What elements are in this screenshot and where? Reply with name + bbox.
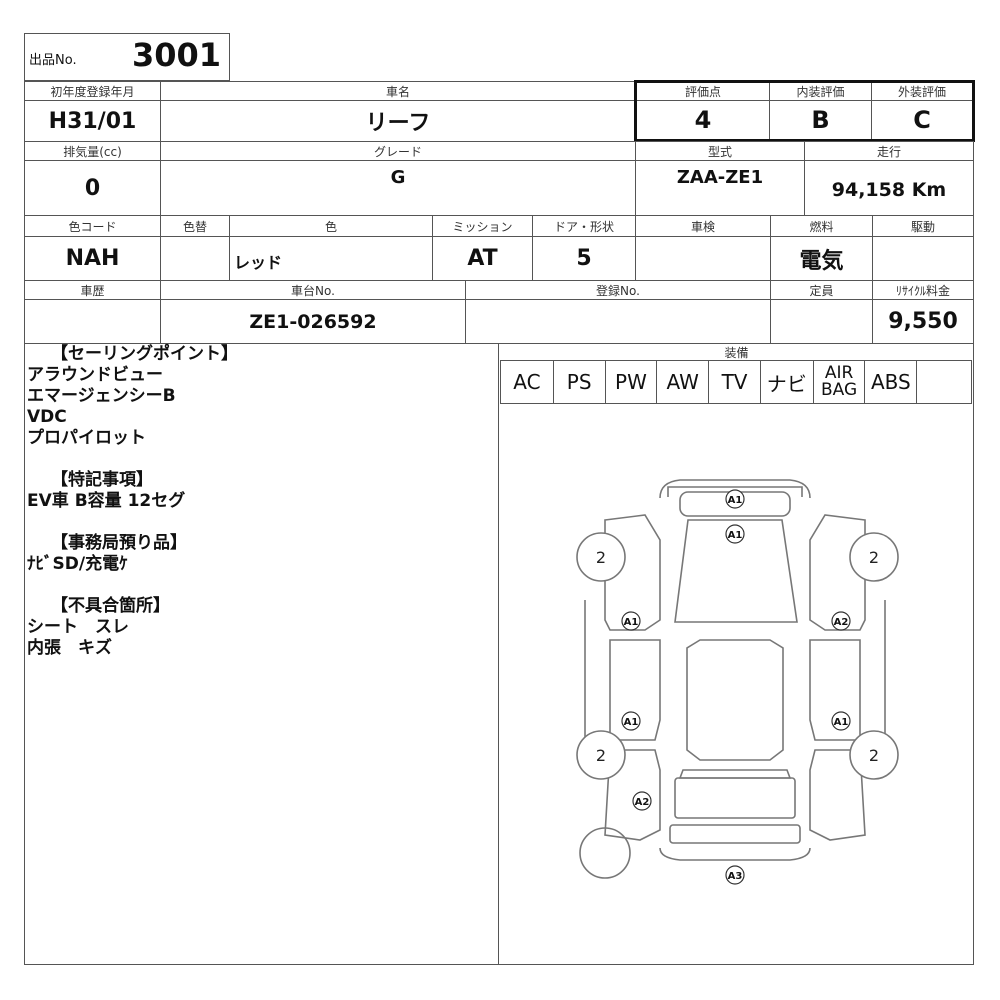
color-cell: レッド (229, 236, 433, 281)
notes-line (27, 449, 497, 470)
recycle-value: 9,550 (872, 299, 974, 344)
hood-mark: A1 (728, 530, 743, 541)
chassis-value: ZE1-026592 (160, 299, 466, 344)
wheel-front-left-mark: 2 (596, 548, 606, 567)
history-value (24, 299, 161, 344)
wheel-rear-right-mark: 2 (869, 746, 879, 765)
color-code-label: 色コード (24, 215, 161, 237)
right-rear-door-mark: A1 (834, 717, 849, 728)
rear-bumper-mark: A3 (728, 871, 743, 882)
notes-line: 【不具合箇所】 (51, 596, 170, 616)
equipment-label: 装備 (724, 345, 749, 360)
notes-line: 内張 キズ (27, 638, 112, 658)
inspection-value (635, 236, 771, 281)
left-rear-quarter-mark: A2 (635, 797, 650, 808)
notes-line: 【セーリングポイント】 (51, 344, 238, 364)
drive-label: 駆動 (872, 215, 974, 237)
equip-empty (917, 361, 971, 403)
notes-line: シート スレ (27, 617, 129, 637)
right-panel-divider (498, 343, 499, 965)
lot-number: 3001 (131, 36, 221, 74)
notes-line (27, 512, 497, 533)
regno-value (465, 299, 771, 344)
score-label: 評価点 (637, 83, 770, 101)
model-cell: ZAA-ZE1 (635, 160, 805, 216)
inspection-label: 車検 (635, 215, 771, 237)
equip-tv: TV (709, 361, 761, 403)
regno-label: 登録No. (465, 280, 771, 300)
exterior-label: 外装評価 (872, 83, 972, 101)
equip-ac: AC (501, 361, 554, 403)
right-front-door-mark: A2 (834, 617, 849, 628)
equipment-row: AC PS PW AW TV ナビ AIR BAG ABS (500, 360, 972, 404)
left-rear-door-mark: A1 (624, 717, 639, 728)
wheel-front-right-mark: 2 (869, 548, 879, 567)
equip-pw: PW (606, 361, 658, 403)
car-name-value: リーフ (160, 100, 636, 142)
grade-cell: G (160, 160, 636, 216)
grade-label: グレード (160, 141, 636, 161)
repaint-label: 色替 (160, 215, 230, 237)
wheels (576, 532, 899, 780)
notes-line: 【事務局預り品】 (51, 533, 187, 553)
repaint-value (160, 236, 230, 281)
left-front-door-mark: A1 (624, 617, 639, 628)
front-bumper-mark: A1 (728, 495, 743, 506)
fuel-value: 電気 (770, 236, 873, 281)
history-label: 車歴 (24, 280, 161, 300)
notes-line (27, 575, 497, 596)
chassis-label: 車台No. (160, 280, 466, 300)
lot-box: 出品No. 3001 (24, 33, 230, 81)
equip-aw: AW (657, 361, 710, 403)
mission-label: ミッション (432, 215, 533, 237)
equip-navi: ナビ (761, 361, 814, 403)
model-value: ZAA-ZE1 (676, 166, 764, 188)
mission-value: AT (432, 236, 533, 281)
mileage-label: 走行 (804, 141, 974, 161)
recycle-label: ﾘｻｲｸﾙ料金 (872, 280, 974, 300)
notes-line: プロパイロット (27, 428, 146, 448)
displacement-value: 0 (24, 160, 161, 216)
color-label: 色 (229, 215, 433, 237)
notes-line: 【特記事項】 (51, 470, 153, 490)
car-name-label: 車名 (160, 81, 636, 101)
interior-label: 内装評価 (770, 83, 872, 101)
notes-line: VDC (27, 407, 67, 427)
displacement-label: 排気量(cc) (24, 141, 161, 161)
lot-label: 出品No. (29, 53, 77, 68)
color-value: レッド (234, 253, 283, 272)
model-label: 型式 (635, 141, 805, 161)
color-code-value: NAH (24, 236, 161, 281)
notes-line: エマージェンシーB (27, 386, 176, 406)
fuel-label: 燃料 (770, 215, 873, 237)
grade-value: G (390, 166, 406, 188)
notes-line: アラウンドビュー (27, 365, 163, 385)
capacity-value (770, 299, 873, 344)
interior-value: B (770, 101, 872, 139)
notes-line: ﾅﾋﾞSD/充電ｹ (27, 554, 128, 574)
equip-ps: PS (554, 361, 606, 403)
drive-value (872, 236, 974, 281)
wheel-rear-left-mark: 2 (596, 746, 606, 765)
notes-panel: 【セーリングポイント】 アラウンドビュー エマージェンシーB VDC プロパイロ… (27, 344, 497, 659)
score-block (634, 80, 975, 142)
exterior-value: C (913, 106, 931, 134)
score-value: 4 (637, 101, 770, 139)
car-damage-diagram: 2 2 2 2 A1 A1 A1 A1 A2 A1 A2 A3 (576, 479, 899, 885)
door-label: ドア・形状 (532, 215, 636, 237)
mileage-value: 94,158 Km (804, 160, 974, 216)
reg-date-label: 初年度登録年月 (24, 81, 161, 101)
capacity-label: 定員 (770, 280, 873, 300)
equip-airbag: AIR BAG (814, 361, 866, 403)
notes-line: EV車 B容量 12セグ (27, 491, 186, 511)
door-value: 5 (532, 236, 636, 281)
equip-abs: ABS (865, 361, 918, 403)
reg-date-value: H31/01 (24, 100, 161, 142)
